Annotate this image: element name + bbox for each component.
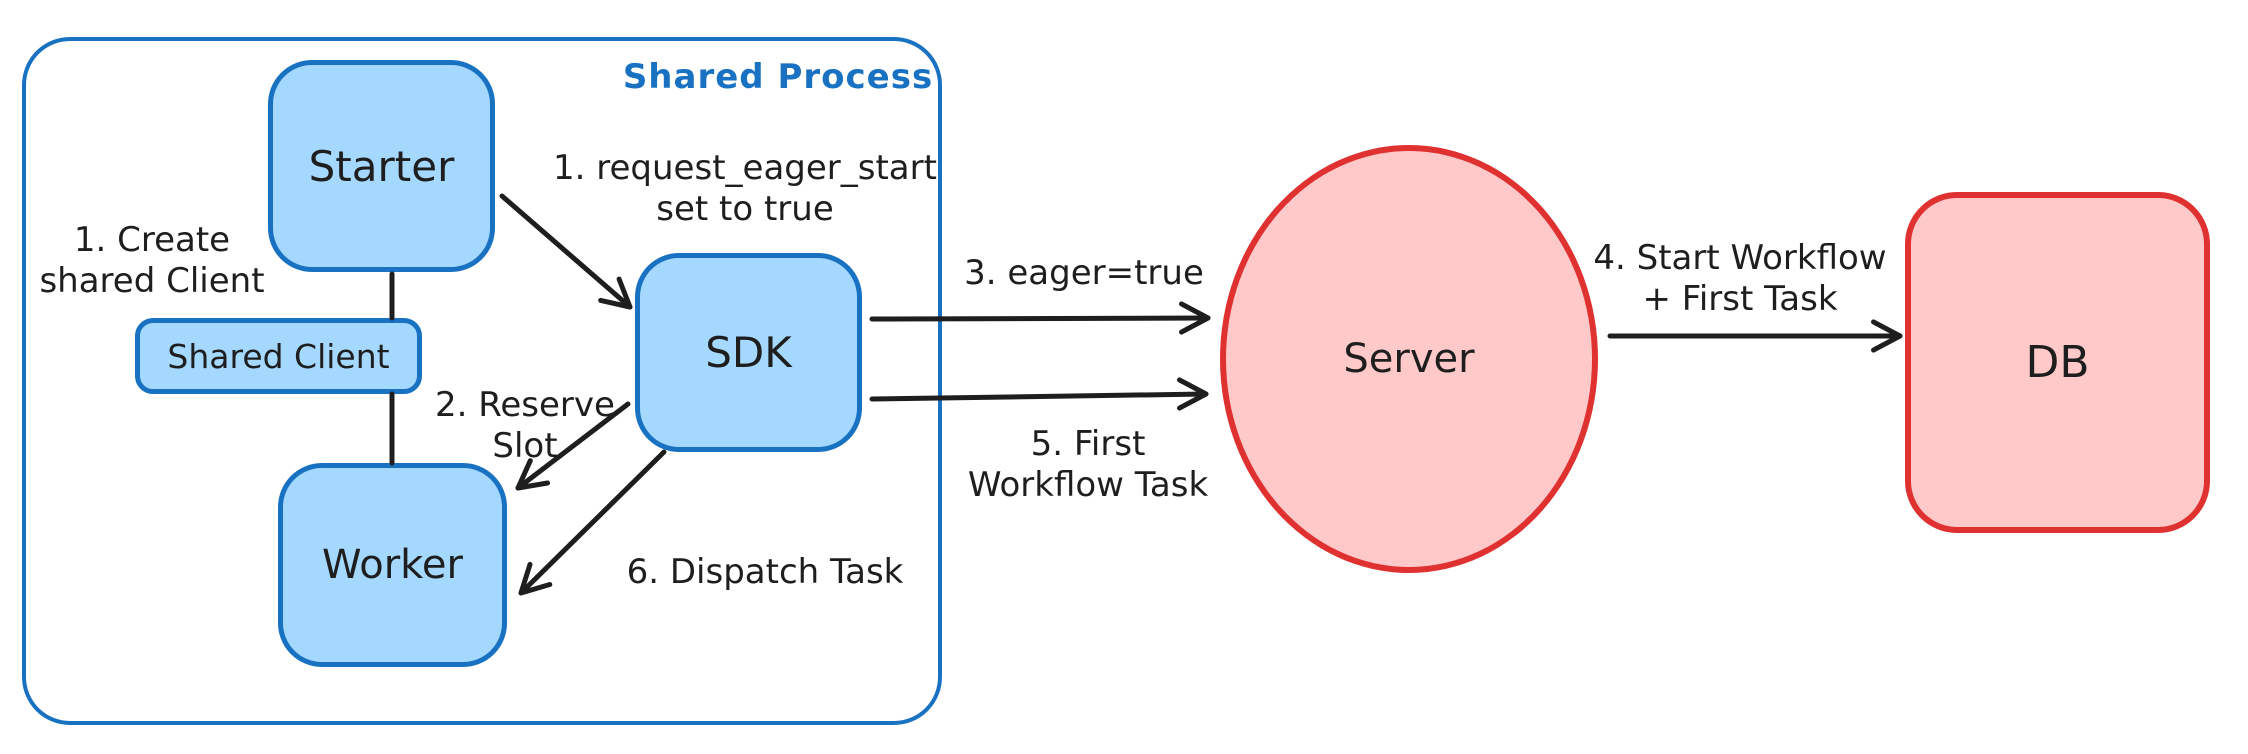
node-shared-client: Shared Client <box>135 318 422 394</box>
annotation-first-workflow-task: 5. First Workflow Task <box>948 424 1228 507</box>
node-worker-label: Worker <box>322 542 463 588</box>
shared-process-label: Shared Process <box>622 57 934 97</box>
annotation-request-eager-start: 1. request_eager_start set to true <box>540 148 950 231</box>
node-sdk-label: SDK <box>705 328 792 377</box>
arrow-server-to-db-head <box>1871 319 1903 353</box>
arrow-sdk-to-server-eager <box>869 315 1211 322</box>
arrow-sdk-to-worker-dispatch-head <box>518 561 553 596</box>
annotation-first-workflow-task-line2: Workflow Task <box>967 465 1209 506</box>
annotation-create-shared-client-line2: shared Client <box>39 261 265 302</box>
arrow-sdk-to-server-first-task-head <box>1177 377 1209 411</box>
annotation-start-workflow-first-task-line2: + First Task <box>1642 279 1838 320</box>
node-worker: Worker <box>278 463 507 667</box>
node-shared-client-label: Shared Client <box>167 336 390 376</box>
arrow-starter-to-sdk <box>499 193 633 310</box>
annotation-reserve-slot-line2: Slot <box>492 426 558 467</box>
node-server-label: Server <box>1343 336 1475 382</box>
annotation-start-workflow-first-task-line1: 4. Start Workflow <box>1593 238 1887 278</box>
annotation-start-workflow-first-task: 4. Start Workflow + First Task <box>1585 238 1895 321</box>
arrow-sdk-to-server-eager-head <box>1179 301 1211 335</box>
node-db-label: DB <box>2025 337 2090 388</box>
node-starter: Starter <box>268 60 495 272</box>
annotation-create-shared-client: 1. Create shared Client <box>22 220 282 303</box>
annotation-request-eager-start-line2: set to true <box>656 189 834 230</box>
annotation-create-shared-client-line1: 1. Create <box>73 220 231 260</box>
arrow-sdk-to-server-first-task <box>869 391 1209 402</box>
annotation-reserve-slot: 2. Reserve Slot <box>420 385 630 468</box>
shared-process-group-box <box>22 37 942 725</box>
annotation-dispatch-task: 6. Dispatch Task <box>626 552 904 592</box>
node-starter-label: Starter <box>308 141 455 191</box>
arrow-sdk-to-worker-reserve <box>515 401 631 491</box>
annotation-reserve-slot-line1: 2. Reserve <box>435 385 615 425</box>
arrow-sdk-to-worker-reserve-head <box>515 458 551 491</box>
node-sdk: SDK <box>635 253 862 452</box>
arrow-sdk-to-worker-dispatch <box>518 449 667 596</box>
arrow-starter-to-sdk-head <box>598 276 633 310</box>
node-server: Server <box>1220 145 1598 573</box>
annotation-first-workflow-task-line1: 5. First <box>1030 424 1146 464</box>
node-db: DB <box>1905 192 2210 533</box>
annotation-eager-true: 3. eager=true <box>964 253 1204 293</box>
annotation-request-eager-start-line1: 1. request_eager_start <box>553 148 937 188</box>
